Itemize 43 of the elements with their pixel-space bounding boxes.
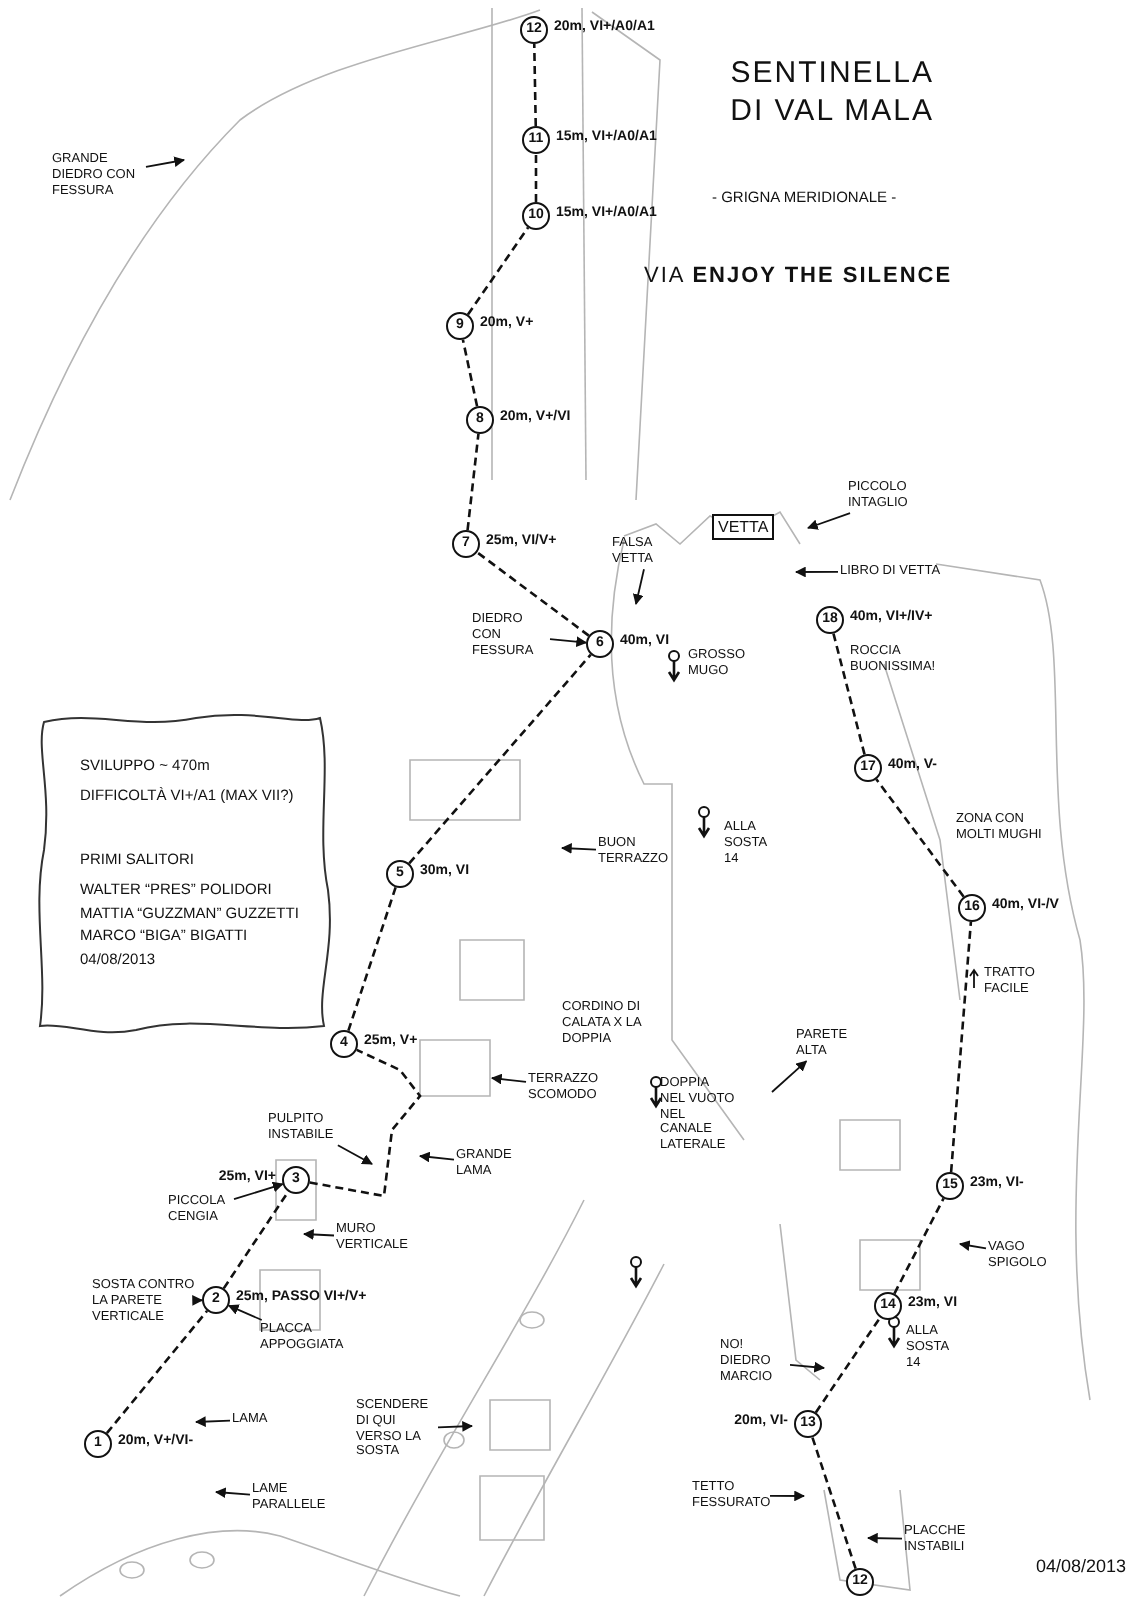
route-line: [832, 633, 866, 755]
route-line: [461, 339, 479, 407]
title-text: SENTINELLA DI VAL MALA: [728, 56, 934, 131]
leader-line: [418, 1151, 455, 1163]
leader-line: [807, 512, 851, 530]
leader-line: [227, 1304, 263, 1321]
info-card: [36, 710, 328, 1030]
route-line: [466, 433, 480, 531]
route-line: [893, 1197, 945, 1295]
route-line: [532, 43, 538, 127]
leader-line: [233, 1181, 284, 1200]
leader-line: [560, 843, 597, 854]
note-text: 04/08/2013: [1036, 1556, 1127, 1578]
route-line: [466, 226, 530, 316]
leader-line: [192, 1295, 204, 1306]
leader-line: [771, 1060, 808, 1093]
route-line: [811, 1436, 857, 1570]
leader-line: [958, 1240, 987, 1251]
route-line: [534, 154, 538, 202]
route-name: VIA ENJOY THE SILENCE: [644, 264, 953, 291]
leader-line: [549, 636, 588, 648]
route-line: [309, 1048, 422, 1198]
route-line: [476, 551, 590, 637]
leader-line: [490, 1073, 527, 1085]
route-line: [408, 653, 592, 865]
leader-line: [632, 568, 645, 606]
leader-line: [337, 1144, 373, 1165]
leader-line: [769, 1490, 806, 1502]
leader-line: [794, 566, 839, 578]
route-line: [814, 1316, 882, 1414]
route-line: [347, 886, 397, 1032]
leader-line: [145, 156, 186, 168]
route-line: [222, 1190, 290, 1290]
route-line: [949, 921, 973, 1173]
leader-line: [866, 1532, 903, 1544]
summit-label: VETTA: [712, 514, 775, 541]
leader-line: [194, 1416, 231, 1428]
route-line: [105, 1310, 209, 1434]
leader-line: [437, 1421, 474, 1432]
leader-line: [302, 1229, 335, 1240]
route-line: [875, 778, 965, 898]
leader-line: [214, 1487, 251, 1499]
leader-line: [789, 1361, 826, 1373]
